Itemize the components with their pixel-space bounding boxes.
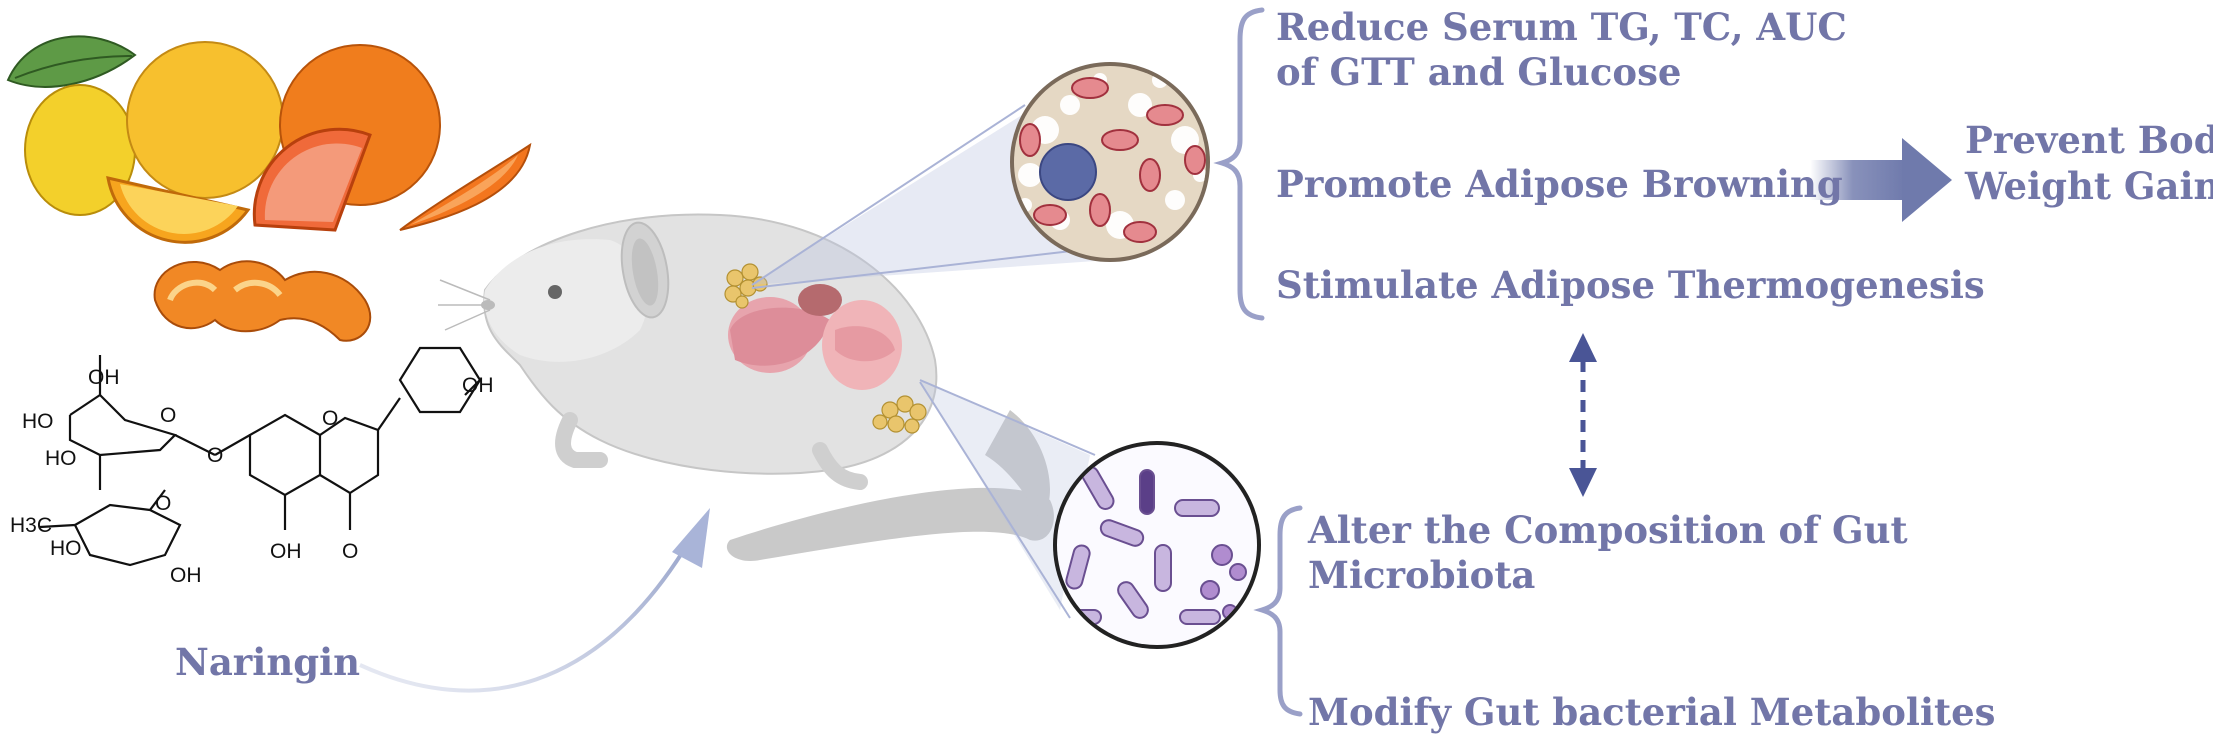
naringin-atom-labels: OH HO HO O O H3C O HO OH O OH OH O — [10, 366, 494, 587]
svg-text:OH: OH — [270, 540, 302, 563]
effect-gut-line1: Alter the Composition of Gut — [1308, 508, 1908, 552]
naringin-delivery-arrow — [359, 508, 710, 693]
dotted-double-arrow — [1569, 333, 1597, 497]
svg-text:H3C: H3C — [10, 514, 52, 537]
citrus-fruits-illustration — [6, 35, 532, 342]
outcome-arrow — [1810, 138, 1952, 222]
effects-bracket-top — [1213, 7, 1265, 321]
svg-text:O: O — [342, 540, 358, 563]
svg-text:OH: OH — [88, 366, 120, 389]
effect-gut-line2: Microbiota — [1308, 553, 1536, 597]
effect-browning: Promote Adipose Browning — [1276, 162, 1843, 206]
svg-text:O: O — [160, 404, 176, 427]
svg-text:OH: OH — [462, 374, 494, 397]
effects-bracket-bottom — [1253, 505, 1303, 717]
effect-serum-line2: of GTT and Glucose — [1276, 50, 1682, 94]
svg-text:O: O — [322, 407, 338, 430]
compound-name: Naringin — [175, 640, 361, 684]
svg-text:HO: HO — [50, 537, 82, 560]
svg-text:HO: HO — [22, 410, 54, 433]
svg-text:O: O — [207, 444, 223, 467]
outcome-line1: Prevent Body — [1965, 118, 2213, 162]
effect-thermogenesis: Stimulate Adipose Thermogenesis — [1276, 263, 1985, 307]
naringin-structure — [39, 346, 482, 567]
adipocyte-magnifier — [750, 62, 1210, 289]
gut-bacteria-magnifier — [919, 379, 1261, 649]
svg-text:HO: HO — [45, 447, 77, 470]
outcome-line2: Weight Gain — [1965, 164, 2213, 208]
effect-metabolites: Modify Gut bacterial Metabolites — [1308, 690, 1996, 734]
svg-text:O: O — [155, 492, 171, 515]
effect-serum-line1: Reduce Serum TG, TC, AUC — [1276, 5, 1847, 49]
svg-text:OH: OH — [170, 564, 202, 587]
